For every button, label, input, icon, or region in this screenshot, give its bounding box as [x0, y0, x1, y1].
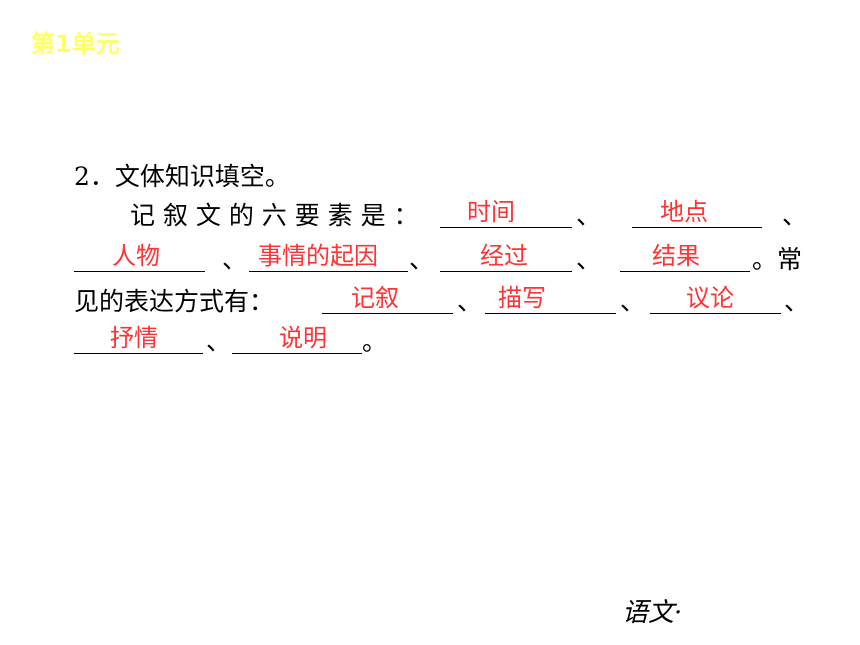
blank-character: [74, 271, 205, 272]
expression-prompt: 见的表达方式有：: [74, 287, 275, 316]
separator: 、: [576, 245, 602, 274]
line-end-text: 。常: [752, 245, 803, 274]
blank-argument: [650, 313, 781, 314]
question-line-1: 记 叙 文 的 六 要 素 是 ： 时间 、 地点 、: [0, 196, 860, 236]
separator: 、: [206, 327, 232, 356]
elements-prompt: 记 叙 文 的 六 要 素 是 ：: [130, 201, 419, 230]
separator: 、: [576, 201, 602, 230]
end-mark: 。: [362, 327, 388, 356]
separator: 、: [409, 245, 435, 274]
subject-footer: 语文·: [622, 598, 683, 628]
answer-process: 经过: [480, 242, 528, 270]
separator: 、: [782, 201, 808, 230]
separator: 、: [620, 287, 646, 316]
separator: 、: [457, 287, 483, 316]
blank-result: [620, 271, 750, 272]
answer-narration: 记叙: [351, 284, 399, 312]
blank-lyric: [74, 353, 203, 354]
answer-time: 时间: [467, 198, 515, 226]
answer-lyric: 抒情: [110, 324, 158, 352]
question-line-2: 人物 、 事情的起因 、 经过 、 结果 。常: [0, 240, 860, 280]
separator: 、: [784, 287, 810, 316]
unit-label: 第1单元: [31, 30, 120, 58]
blank-explanation: [232, 353, 362, 354]
blank-place: [632, 227, 762, 228]
answer-place: 地点: [660, 198, 708, 226]
blank-process: [440, 271, 572, 272]
answer-description: 描写: [498, 284, 546, 312]
question-title: 2．文体知识填空。: [74, 162, 290, 191]
answer-argument: 议论: [686, 284, 734, 312]
blank-narration: [322, 313, 453, 314]
answer-cause: 事情的起因: [258, 242, 378, 270]
separator: 、: [222, 245, 248, 274]
blank-time: [440, 227, 572, 228]
answer-result: 结果: [652, 242, 700, 270]
question-line-3: 见的表达方式有： 记叙 、 描写 、 议论 、: [0, 282, 860, 322]
question-title-line: 2．文体知识填空。: [0, 157, 860, 197]
blank-cause: [249, 271, 408, 272]
question-line-4: 抒情 、 说明 。: [0, 322, 860, 362]
answer-explanation: 说明: [279, 324, 327, 352]
answer-character: 人物: [112, 242, 160, 270]
blank-description: [485, 313, 616, 314]
